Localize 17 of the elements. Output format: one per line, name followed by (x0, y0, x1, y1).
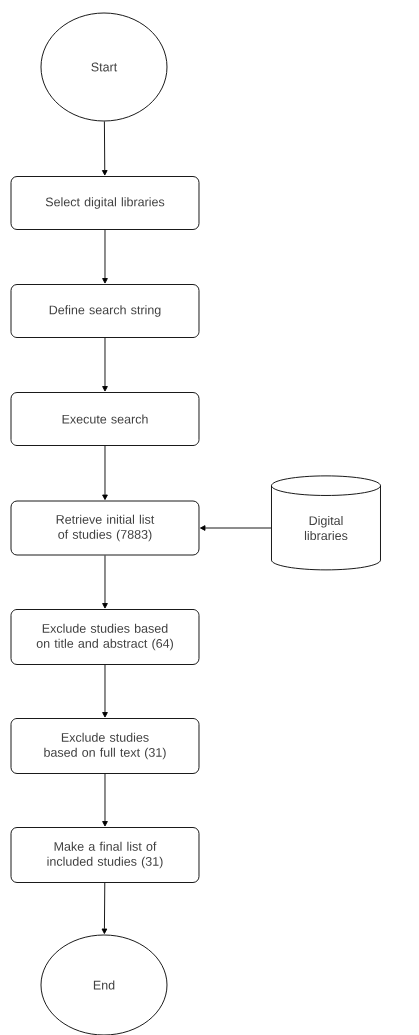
arrow (101, 882, 108, 934)
arrow (200, 525, 272, 531)
process-box: Select digital libraries (10, 176, 200, 230)
arrow (102, 664, 108, 718)
arrow (102, 229, 108, 284)
arrow (102, 445, 108, 500)
arrow (102, 337, 108, 392)
process-box: Define search string (10, 284, 200, 338)
arrow (101, 121, 108, 176)
database-cylinder: Digital libraries (271, 475, 381, 571)
process-box: Exclude studies based on title and abstract (64) (10, 609, 200, 665)
process-box: Execute search (10, 392, 200, 446)
process-box: Make a final list of included studies (31) (10, 827, 200, 883)
arrow (102, 773, 108, 827)
process-box: Exclude studies based on full text (31) (10, 718, 200, 774)
process-box: Retrieve initial list of studies (7883) (10, 500, 200, 556)
arrow (102, 555, 108, 609)
